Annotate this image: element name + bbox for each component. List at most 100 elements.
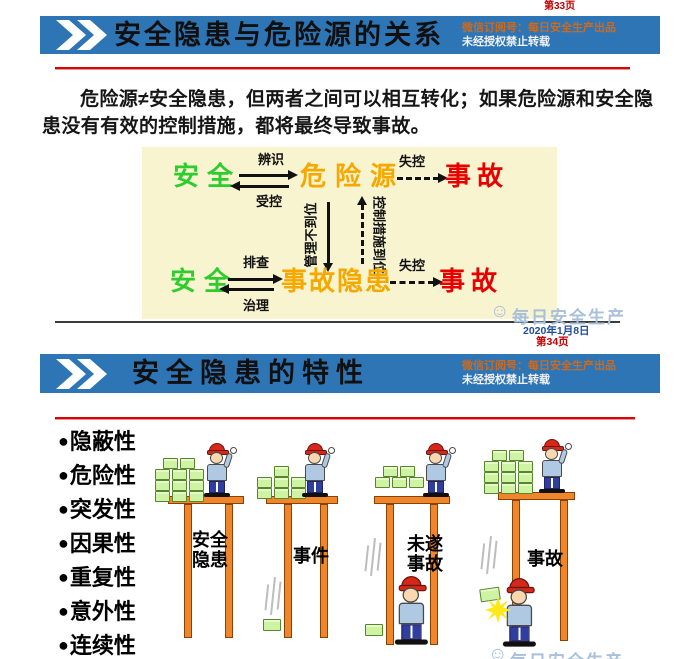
scene-label-incident: 事件 <box>293 546 329 566</box>
bullet-icon: ● <box>58 567 69 587</box>
worker-legs <box>307 481 323 493</box>
arrow-left-controlled <box>230 181 289 191</box>
bullet-item: ●因果性 <box>58 531 136 556</box>
tabletop <box>374 496 450 504</box>
brick <box>517 461 533 472</box>
slide1-banner-watermark: 微信订阅号：每日安全生产出品 未经授权禁止转载 <box>462 21 652 49</box>
worker-on-table-3 <box>416 443 456 497</box>
table-leg <box>225 504 233 638</box>
page-number-slide1: 第34页 <box>536 336 569 348</box>
table-leg <box>320 504 328 638</box>
worker-torso <box>305 464 325 481</box>
slide1-bottom-rule <box>55 321 620 323</box>
bullet-icon: ● <box>58 431 69 451</box>
arrow-right-identify <box>239 170 298 180</box>
brick <box>383 466 398 477</box>
worker-shoes <box>302 493 328 497</box>
brick <box>273 466 289 477</box>
slide2-title: 安全隐患的特性 <box>132 358 370 388</box>
brick <box>500 483 516 494</box>
fallen-brick <box>365 624 383 636</box>
label-out-of-control-2: 失控 <box>399 258 426 273</box>
wechat-account-line: 微信订阅号：每日安全生产出品 <box>462 22 616 34</box>
worker-hand <box>328 447 335 454</box>
slide1-title: 安全隐患与危险源的关系 <box>114 20 444 50</box>
worker-legs <box>509 626 530 642</box>
brick <box>256 488 272 499</box>
fallen-brick <box>263 619 281 631</box>
impact-starburst-icon <box>485 597 511 623</box>
scene-label-near-miss: 未遂事故 <box>407 534 443 574</box>
brick-stack-2 <box>256 466 306 499</box>
brick <box>154 469 170 480</box>
relationship-diagram: 辨识 安全 受控 危险源 失控 事故 管理不到位 控制措施到位 排查 安全 治理… <box>142 147 557 319</box>
hard-hat-icon <box>398 576 427 592</box>
brick <box>517 472 533 483</box>
worker-shoes <box>204 493 230 497</box>
worker-shoes <box>539 489 565 493</box>
brick <box>391 477 407 488</box>
hard-hat-icon <box>542 439 564 451</box>
worker-head <box>308 452 321 464</box>
slide2-red-divider <box>55 417 635 419</box>
falling-motion-lines <box>364 537 382 577</box>
hard-hat-icon <box>506 578 535 594</box>
worker-shoes <box>394 639 428 645</box>
brick <box>509 450 524 461</box>
worker-legs <box>544 477 560 489</box>
brick-stack-3 <box>374 466 424 488</box>
node-accident-hazard: 事故隐患 <box>281 266 394 296</box>
table-leg <box>386 504 394 645</box>
slide2-title-banner: 安全隐患的特性 微信订阅号：每日安全生产出品 未经授权禁止转载 <box>40 354 660 393</box>
worker-legs <box>428 481 444 493</box>
table-leg <box>560 500 568 641</box>
brick <box>188 491 204 502</box>
brick <box>483 483 499 494</box>
brick <box>256 477 272 488</box>
label-inspect: 排查 <box>243 255 270 270</box>
table-leg <box>284 504 292 638</box>
brand-logo-icon: ☺ <box>490 301 510 322</box>
worker-head <box>210 452 223 464</box>
worker-torso <box>398 602 425 625</box>
brick-stack-4 <box>483 450 533 494</box>
worker-torso <box>207 464 227 481</box>
no-reprint-line: 未经授权禁止转载 <box>462 374 550 386</box>
double-chevron-icon <box>56 20 107 50</box>
arrow-left-remediate <box>219 284 274 294</box>
brick <box>500 472 516 483</box>
solid-down-arrow <box>323 202 333 272</box>
double-chevron-icon <box>56 359 107 389</box>
bullet-icon: ● <box>58 465 69 485</box>
falling-motion-lines <box>480 535 498 575</box>
brick <box>154 491 170 502</box>
worker-hand <box>449 447 456 454</box>
node-accident-1: 事故 <box>445 161 510 191</box>
label-controlled: 受控 <box>256 194 283 209</box>
trait-bullet-list: ●隐蔽性 ●危险性 ●突发性 ●因果性 ●重复性 ●意外性 ●连续性 <box>58 424 168 659</box>
worker-torso <box>506 604 533 627</box>
worker-head <box>429 452 442 464</box>
worker-shoes <box>502 641 536 647</box>
hard-hat-icon <box>426 443 448 455</box>
worker-on-table-4 <box>532 439 572 493</box>
worker-below-near-miss <box>386 576 437 645</box>
brick <box>180 458 195 469</box>
dashed-up-arrow <box>357 196 367 264</box>
node-hazard-source: 危险源 <box>300 161 406 191</box>
worker-legs <box>209 481 225 493</box>
brick <box>374 477 390 488</box>
node-safe-1: 安全 <box>173 161 242 191</box>
vertical-label-management-lacking: 管理不到位 <box>303 202 319 268</box>
falling-motion-lines <box>264 576 282 616</box>
brick <box>483 472 499 483</box>
bullet-icon: ● <box>58 601 69 621</box>
worker-hand <box>230 447 237 454</box>
hard-hat-icon <box>207 443 229 455</box>
brick <box>163 458 178 469</box>
slide2-banner-watermark: 微信订阅号：每日安全生产出品 未经授权禁止转载 <box>462 359 652 387</box>
slide-date: 2020年1月8日 <box>523 325 590 337</box>
brick <box>400 466 415 477</box>
hard-hat-icon <box>305 443 327 455</box>
